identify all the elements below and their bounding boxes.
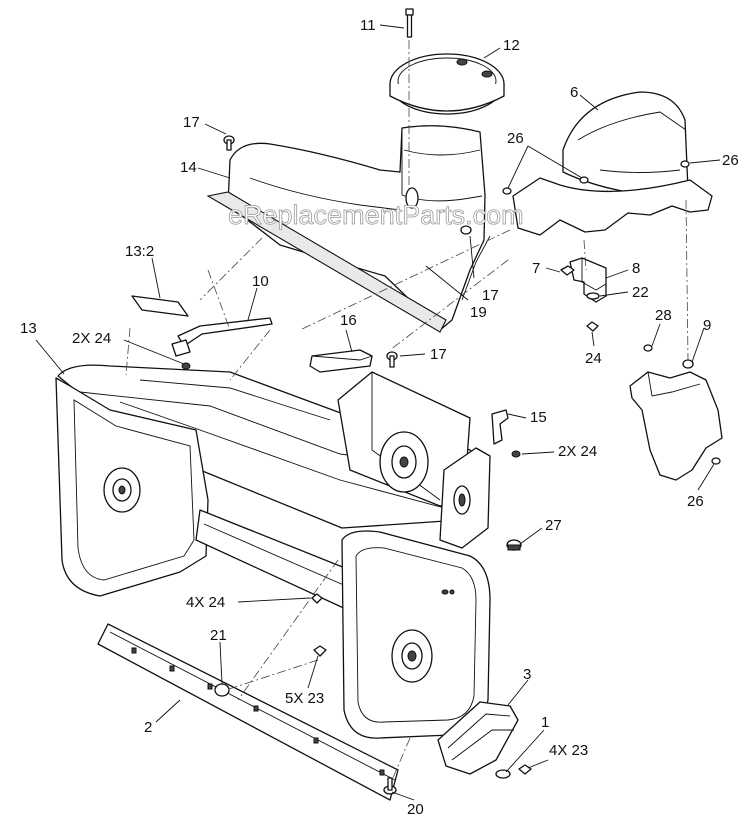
callout-2x24-left: 2X 24 xyxy=(72,330,111,347)
part-22-washer xyxy=(586,292,600,300)
part-23-nut-skid xyxy=(518,764,532,775)
callout-8: 8 xyxy=(632,260,640,277)
part-11-bolt xyxy=(405,8,414,38)
callout-20: 20 xyxy=(407,801,424,818)
callout-26-lower: 26 xyxy=(687,493,704,510)
callout-27: 27 xyxy=(545,517,562,534)
part-21-bolt xyxy=(214,683,230,697)
part-8-bracket xyxy=(569,257,607,303)
part-17-bolt-top xyxy=(223,135,235,151)
callout-24-mid: 24 xyxy=(585,350,602,367)
part-27-plug xyxy=(506,539,522,551)
part-13-housing xyxy=(55,364,491,739)
callout-13: 13 xyxy=(20,320,37,337)
part-13-2-plate xyxy=(131,295,189,317)
callout-14: 14 xyxy=(180,159,197,176)
callout-17-right: 17 xyxy=(482,287,499,304)
part-7-nut xyxy=(560,265,575,276)
part-24-nut-lower xyxy=(311,593,323,604)
callout-6: 6 xyxy=(570,84,578,101)
part-3-skid-shoe xyxy=(437,701,519,775)
part-6-deflector xyxy=(562,91,689,197)
part-24-nut-mid xyxy=(586,321,599,332)
callout-2x24-right: 2X 24 xyxy=(558,443,597,460)
callout-11: 11 xyxy=(360,17,376,34)
callout-12: 12 xyxy=(503,37,520,54)
part-1-washer xyxy=(495,769,511,779)
callout-17-top: 17 xyxy=(183,114,200,131)
part-10-shave-plate xyxy=(171,317,273,370)
callout-3: 3 xyxy=(523,666,531,683)
part-16-handle xyxy=(309,349,373,373)
callout-26-upper: 26 xyxy=(507,130,524,147)
callout-labels: 11 12 6 17 14 26 26 13:2 10 7 8 17 22 19… xyxy=(20,17,739,818)
part-23-nut xyxy=(313,645,327,657)
callout-4x24: 4X 24 xyxy=(186,594,225,611)
callout-16: 16 xyxy=(340,312,357,329)
part-17-bolt-right xyxy=(460,225,472,235)
part-2-scraper-bar xyxy=(97,623,399,801)
part-14-chute xyxy=(206,125,491,333)
callout-21: 21 xyxy=(210,627,227,644)
callout-1: 1 xyxy=(541,714,549,731)
callout-22: 22 xyxy=(632,284,649,301)
callout-13-2: 13:2 xyxy=(125,243,154,260)
watermark: eReplacementParts.com xyxy=(228,200,524,230)
callout-4x23: 4X 23 xyxy=(549,742,588,759)
part-15-bracket xyxy=(491,409,521,458)
part-9-lower-deflector xyxy=(629,344,723,481)
leader-lines xyxy=(35,24,721,801)
part-12-chute-ring xyxy=(389,53,505,115)
part-17-bolt-lower xyxy=(386,351,398,368)
callout-2: 2 xyxy=(144,719,152,736)
callout-7: 7 xyxy=(532,260,540,277)
part-26-side-bracket xyxy=(502,160,713,236)
callout-9: 9 xyxy=(703,317,711,334)
callout-28: 28 xyxy=(655,307,672,324)
callout-15: 15 xyxy=(530,409,547,426)
alignment-lines xyxy=(125,40,689,781)
callout-17-lower: 17 xyxy=(430,346,447,363)
callout-5x23: 5X 23 xyxy=(285,690,324,707)
callout-19: 19 xyxy=(470,304,487,321)
callout-10: 10 xyxy=(252,273,269,290)
callout-26-right: 26 xyxy=(722,152,739,169)
